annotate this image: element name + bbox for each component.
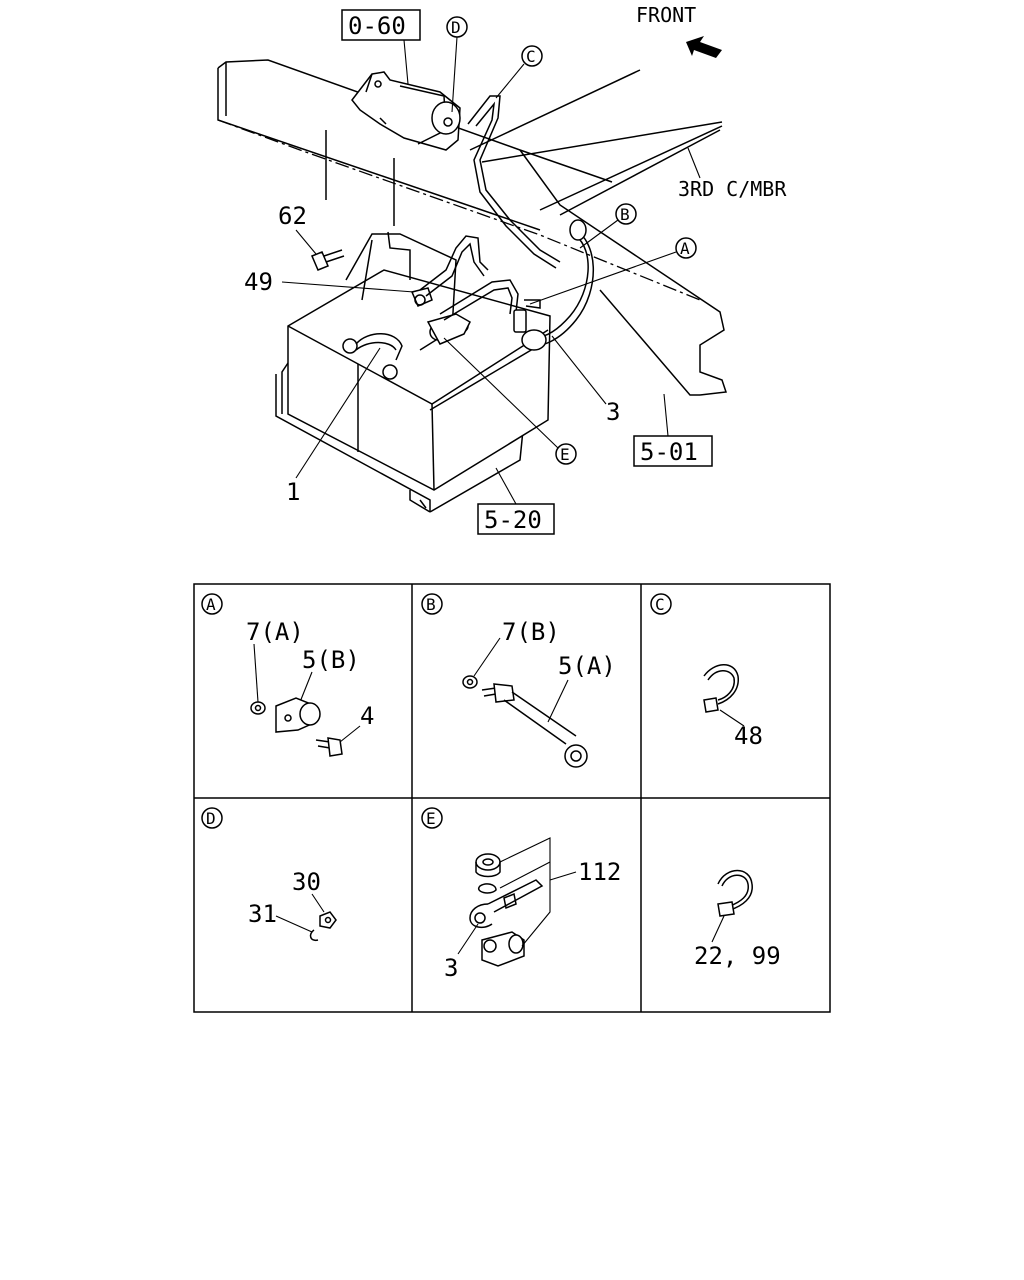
svg-text:A: A xyxy=(206,595,216,614)
svg-text:A: A xyxy=(680,239,690,258)
detail-f: 22, 99 xyxy=(694,869,781,970)
svg-text:E: E xyxy=(560,445,570,464)
callout-a xyxy=(675,237,697,259)
detail-b: B 7(B) 5(A) xyxy=(421,593,616,768)
detail-d-part-30: 30 xyxy=(292,868,321,896)
detail-e: E 112 3 xyxy=(421,807,621,982)
part-3: 3 xyxy=(606,398,620,426)
part-1: 1 xyxy=(286,478,300,506)
svg-text:B: B xyxy=(426,595,436,614)
detail-c-part-48: 48 xyxy=(734,722,763,750)
ref-5-01: 5-01 xyxy=(640,438,698,466)
callout-e xyxy=(555,443,577,465)
ref-5-20: 5-20 xyxy=(484,506,542,534)
crossmember xyxy=(469,69,723,216)
detail-a: A 7(A) 5(B) 4 xyxy=(201,593,374,757)
part-62: 62 xyxy=(278,202,307,230)
bolt-62 xyxy=(311,249,345,271)
svg-text:D: D xyxy=(451,18,461,37)
callout-c xyxy=(521,45,543,67)
detail-a-part-4: 4 xyxy=(360,702,374,730)
detail-b-part-7b: 7(B) xyxy=(502,618,560,646)
ref-box-0-60 xyxy=(341,9,421,41)
detail-c: C 48 xyxy=(650,593,763,750)
detail-f-part-22-99: 22, 99 xyxy=(694,942,781,970)
detail-e-part-3: 3 xyxy=(444,954,458,982)
detail-a-part-5b: 5(B) xyxy=(302,646,360,674)
svg-text:E: E xyxy=(426,809,436,828)
ref-box-5-01 xyxy=(633,435,713,467)
svg-text:C: C xyxy=(526,47,536,66)
detail-a-part-7a: 7(A) xyxy=(246,618,304,646)
frame-rail xyxy=(217,59,728,396)
detail-b-part-5a: 5(A) xyxy=(558,652,616,680)
detail-e-part-112: 112 xyxy=(578,858,621,886)
detail-grid xyxy=(193,583,831,1013)
svg-text:C: C xyxy=(655,595,665,614)
detail-d: D 30 31 xyxy=(201,807,337,942)
crossmember-leader xyxy=(687,147,701,179)
starter-motor xyxy=(351,71,461,151)
svg-text:B: B xyxy=(620,205,630,224)
part-49: 49 xyxy=(244,268,273,296)
callout-b xyxy=(615,203,637,225)
front-label: FRONT xyxy=(636,3,696,27)
ref-0-60: 0-60 xyxy=(348,12,406,40)
battery xyxy=(287,269,551,491)
detail-d-part-31: 31 xyxy=(248,900,277,928)
svg-text:D: D xyxy=(206,809,216,828)
front-arrow-icon xyxy=(686,36,722,58)
battery-terminals xyxy=(342,287,471,380)
crossmember-label: 3RD C/MBR xyxy=(678,177,787,201)
